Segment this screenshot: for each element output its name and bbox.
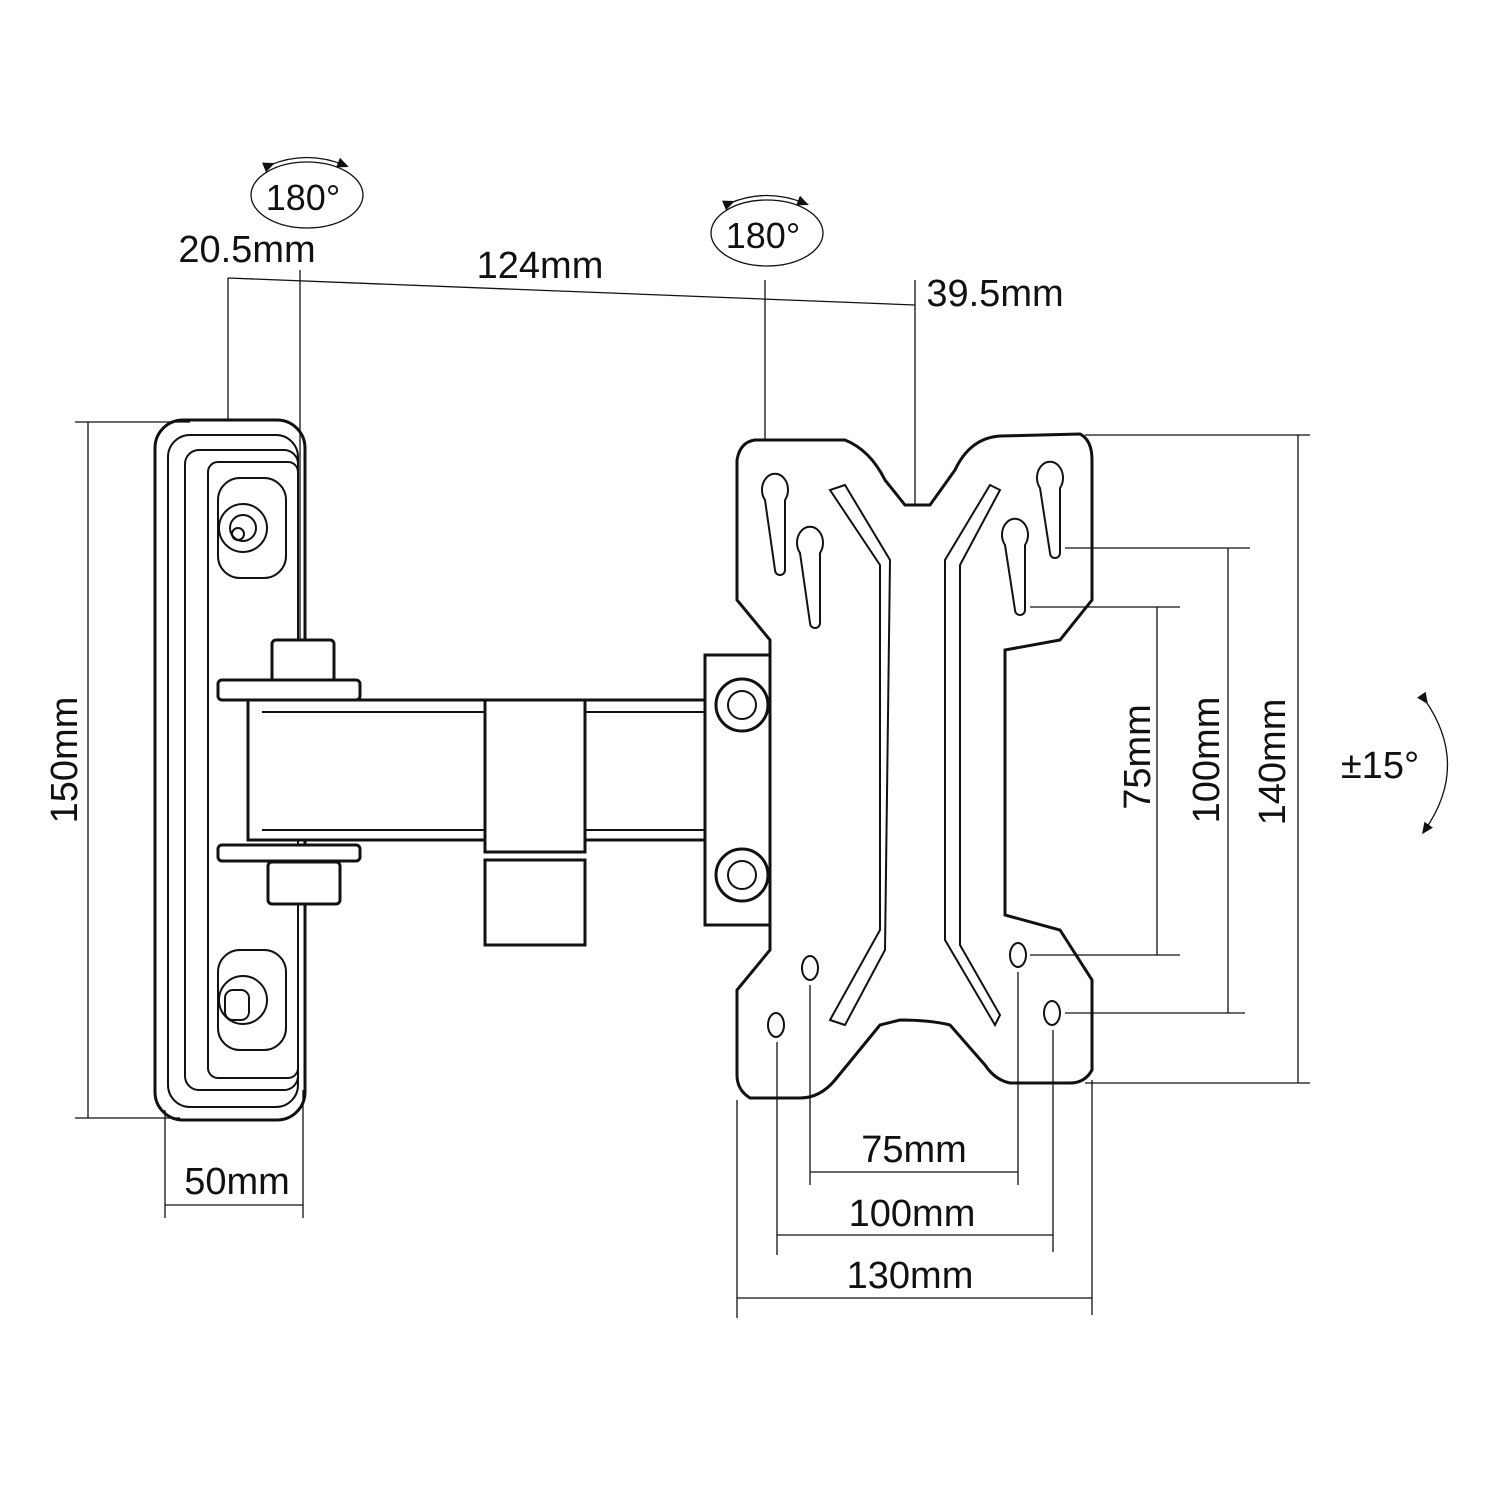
top-dimensions: 20.5mm 124mm 39.5mm bbox=[178, 229, 1064, 640]
dim-plate-height: 140mm bbox=[1252, 699, 1294, 826]
rotation-badge-wall: 180° bbox=[250, 156, 364, 229]
dim-wall-offset: 20.5mm bbox=[178, 229, 315, 271]
arm bbox=[216, 638, 832, 947]
dim-wall-plate-width: 50mm bbox=[184, 1161, 290, 1203]
dim-vesa-h-100: 100mm bbox=[849, 1193, 976, 1235]
dim-vesa-v-75: 75mm bbox=[1117, 704, 1159, 810]
tilt-indicator: ±15° bbox=[1341, 691, 1449, 835]
dim-vesa-v-100: 100mm bbox=[1186, 697, 1228, 824]
screw-bottom bbox=[217, 949, 287, 1051]
dim-plate-offset: 39.5mm bbox=[926, 273, 1063, 315]
keyhole-slots bbox=[761, 460, 1064, 629]
vesa-vertical-dimensions: 75mm 100mm 140mm bbox=[1030, 434, 1310, 1084]
tilt-label: ±15° bbox=[1341, 745, 1419, 787]
wall-plate-dimensions: 150mm 50mm bbox=[44, 421, 304, 1218]
dim-arm-length: 124mm bbox=[477, 245, 604, 287]
dim-wall-plate-height: 150mm bbox=[44, 697, 86, 824]
dim-vesa-h-75: 75mm bbox=[861, 1129, 967, 1171]
vesa-horizontal-dimensions: 75mm 100mm 130mm bbox=[736, 972, 1093, 1318]
dim-plate-width: 130mm bbox=[847, 1255, 974, 1297]
rotation-badge-plate: 180° bbox=[710, 194, 824, 267]
screw-top bbox=[217, 477, 287, 579]
rotation-label: 180° bbox=[726, 215, 800, 256]
rotation-label: 180° bbox=[266, 177, 340, 218]
vesa-plate bbox=[735, 432, 1094, 1100]
